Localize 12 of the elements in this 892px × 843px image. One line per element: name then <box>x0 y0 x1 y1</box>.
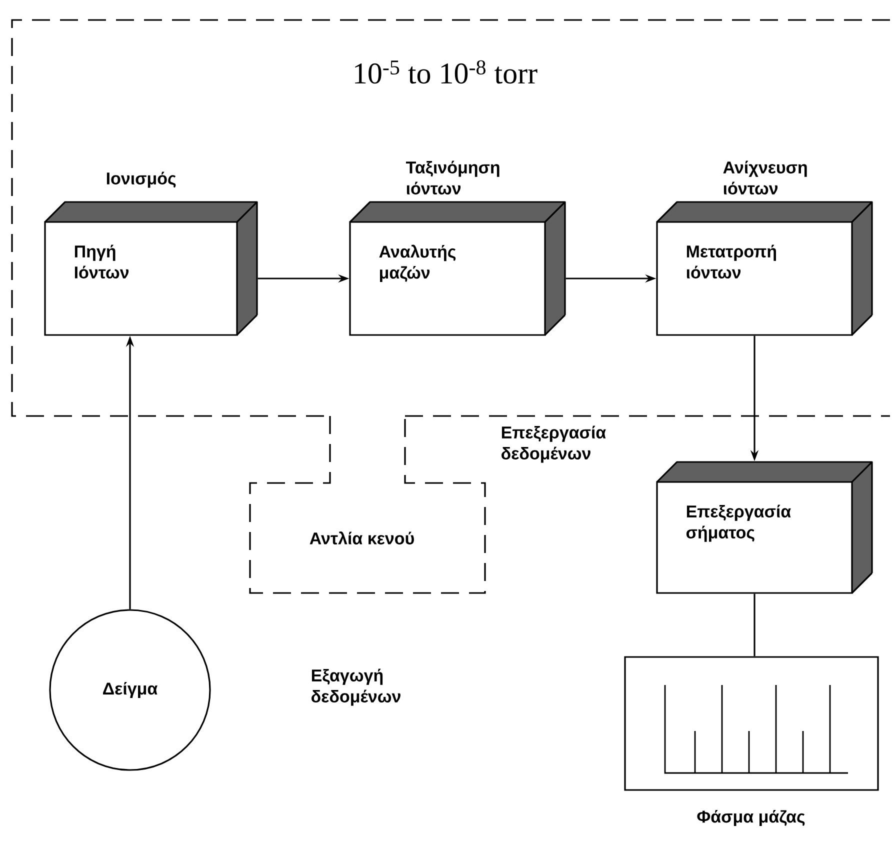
pressure-label: 10$^{-5}$ to 10$^{-8}$ torr <box>355 60 538 84</box>
stage-label: Ιονισμός <box>106 172 176 188</box>
process-box: Επεξεργασία σήματος <box>656 461 873 594</box>
stage-label: Ανίχνευση ιόντων <box>723 160 807 194</box>
note-label: Εξαγωγή δεδομένων <box>312 668 400 706</box>
process-box: Αναλυτής μαζών <box>349 201 566 336</box>
note-label: Επεξεργασία δεδομένων <box>502 426 606 463</box>
pump-label: Αντλία κενού <box>249 416 486 594</box>
stage-label: Ταξινόμηση ιόντων <box>406 160 500 194</box>
spectrum-caption: Φάσμα μάζας <box>697 810 805 826</box>
process-box: Πηγή Ιόντων <box>44 201 258 336</box>
process-box: Μετατροπή ιόντων <box>656 201 873 336</box>
